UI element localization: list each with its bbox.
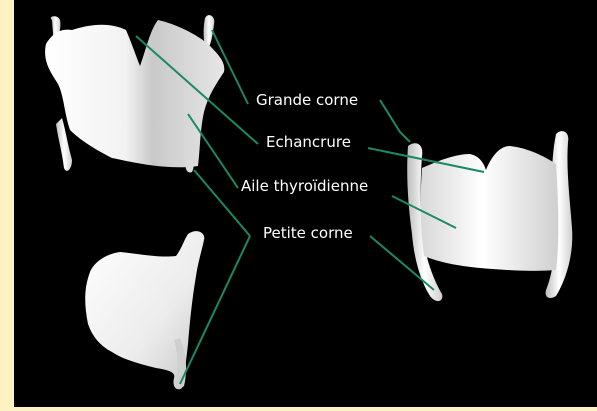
label-petite-corne: Petite corne	[263, 224, 353, 242]
label-grande-corne: Grande corne	[256, 91, 358, 109]
posterior-lamina	[421, 146, 559, 271]
label-echancrure: Echancrure	[266, 133, 351, 151]
label-aile-thyroidienne: Aile thyroïdienne	[241, 177, 368, 195]
